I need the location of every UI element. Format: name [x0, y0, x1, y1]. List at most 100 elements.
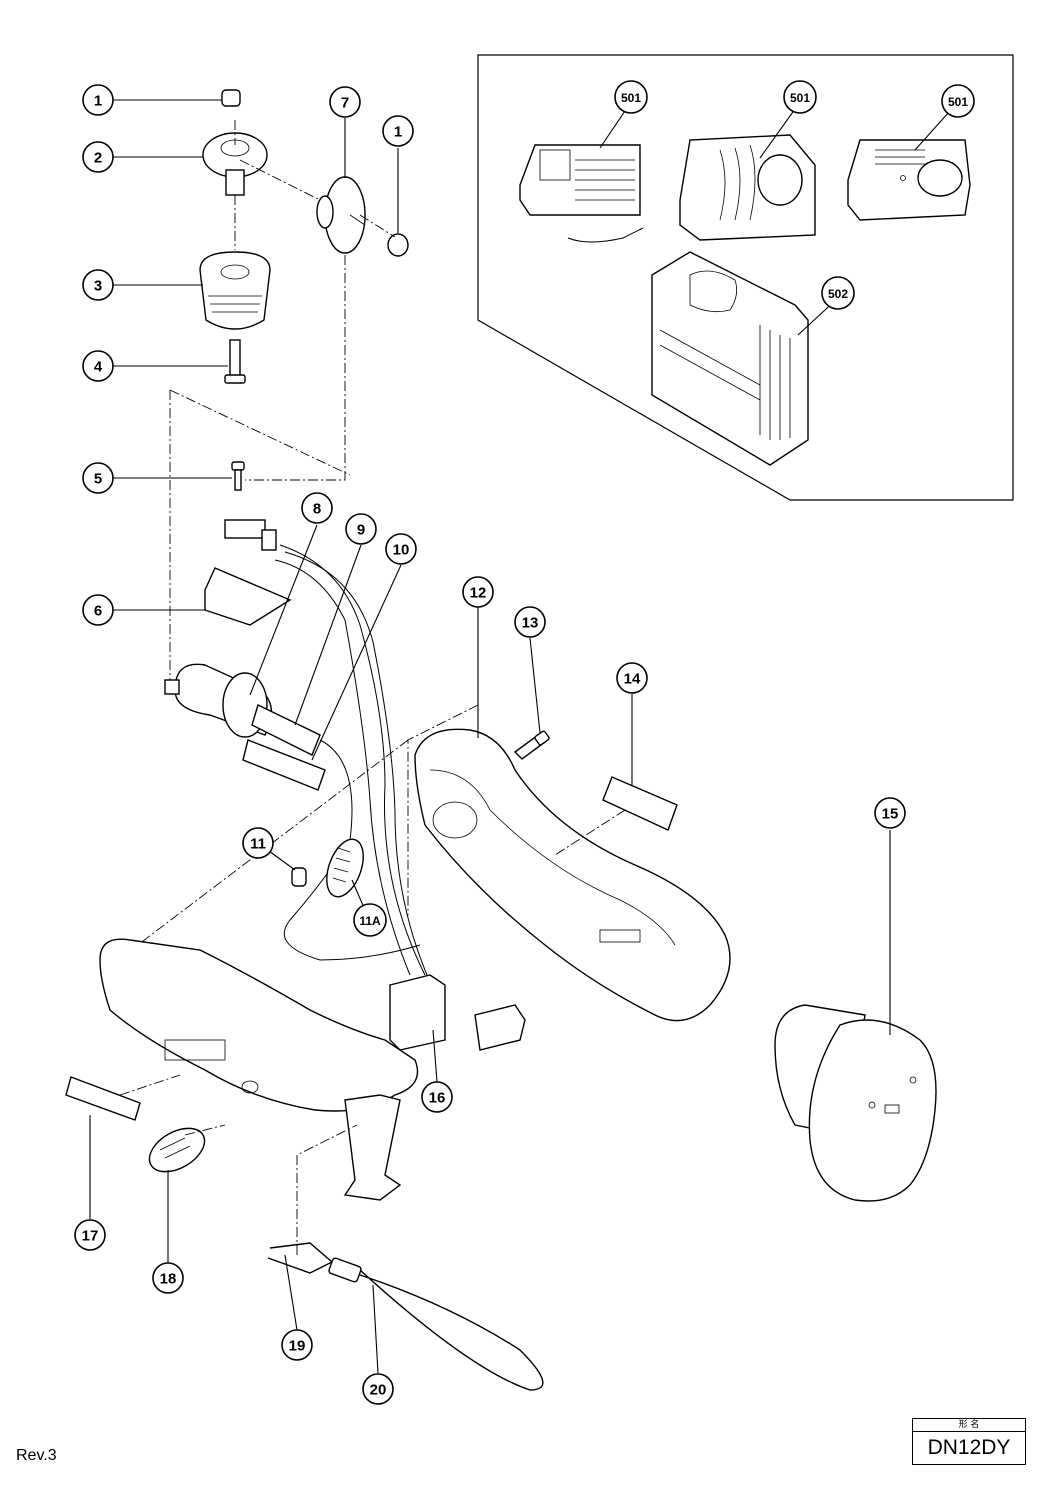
callout-circle [821, 276, 855, 310]
callout-12: 12 [462, 576, 494, 608]
callout-number: 14 [624, 671, 641, 688]
model-name: DN12DY [927, 1436, 1011, 1459]
model-header: 形 名 [913, 1419, 1025, 1432]
callout-circle [329, 86, 361, 118]
switch-16-drawing [389, 974, 526, 1051]
callout-circle [362, 1373, 394, 1405]
callout-circle [941, 84, 975, 118]
charger-1-drawing [519, 144, 644, 243]
nut-1-drawing [221, 89, 241, 107]
callout-circle [242, 827, 274, 859]
callout-circle [82, 269, 114, 301]
housing-17-drawing [99, 938, 419, 1201]
callout-number: 3 [94, 278, 102, 295]
callout-circle [616, 662, 648, 694]
callout-number: 8 [313, 501, 321, 518]
callout-circle [421, 1081, 453, 1113]
screw-13-drawing [513, 730, 550, 760]
callout-7: 7 [329, 86, 361, 118]
callout-number: 11 [250, 836, 266, 853]
screw-5-drawing [231, 461, 245, 491]
label-14-drawing [602, 776, 678, 831]
callout-circle [281, 1329, 313, 1361]
callout-number: 12 [470, 585, 487, 602]
chuck-3-drawing [199, 251, 271, 330]
callout-circle [382, 115, 414, 147]
callout-circle [345, 513, 377, 545]
carrying-case-drawing [651, 251, 809, 466]
callout-6: 6 [82, 594, 114, 626]
cap-18-drawing [148, 1127, 206, 1173]
screw-4-drawing [224, 339, 246, 384]
callout-1-b: 1 [382, 115, 414, 147]
callout-20: 20 [362, 1373, 394, 1405]
callout-number: 20 [370, 1382, 387, 1399]
callout-15: 15 [874, 797, 906, 829]
callout-502: 502 [821, 276, 855, 310]
callout-circle [82, 350, 114, 382]
callout-18: 18 [152, 1262, 184, 1294]
callout-circle [82, 141, 114, 173]
callout-number: 501 [790, 91, 810, 105]
callout-circle [462, 576, 494, 608]
callout-501-23: 501 [783, 80, 817, 114]
callout-4: 4 [82, 350, 114, 382]
callout-number: 1 [94, 93, 102, 110]
callout-number: 16 [429, 1090, 446, 1107]
callout-number: 13 [522, 615, 539, 632]
callout-3: 3 [82, 269, 114, 301]
callout-number: 2 [94, 150, 102, 167]
charger-2-drawing [679, 134, 816, 241]
callout-1: 1 [82, 84, 114, 116]
callout-501-24: 501 [941, 84, 975, 118]
callout-circle [82, 84, 114, 116]
callout-circle [152, 1262, 184, 1294]
callout-number: 9 [357, 522, 365, 539]
accessory-box-outline [477, 54, 1014, 501]
bracket-6-drawing [204, 567, 292, 626]
callout-circle [74, 1219, 106, 1251]
callout-circle [514, 606, 546, 638]
callout-16: 16 [421, 1081, 453, 1113]
callout-circle [82, 594, 114, 626]
callout-11: 11 [242, 827, 274, 859]
callout-8: 8 [301, 492, 333, 524]
callout-number: 6 [94, 603, 102, 620]
label-17-drawing [65, 1076, 141, 1121]
callout-11a: 11A [353, 903, 387, 937]
callout-14: 14 [616, 662, 648, 694]
callout-13: 13 [514, 606, 546, 638]
callout-number: 5 [94, 471, 102, 488]
callout-number: 15 [882, 806, 899, 823]
housing-12-drawing [414, 728, 731, 1022]
strap-hook-19-drawing [267, 1242, 334, 1274]
callout-19: 19 [281, 1329, 313, 1361]
callout-number: 1 [394, 124, 402, 141]
callout-17: 17 [74, 1219, 106, 1251]
callout-number: 17 [82, 1228, 99, 1245]
strap-20-drawing [328, 1257, 544, 1391]
filter-11a-drawing [326, 838, 364, 898]
callout-number: 501 [948, 95, 968, 109]
callout-number: 18 [160, 1271, 177, 1288]
callout-number: 11A [359, 914, 381, 928]
callout-9: 9 [345, 513, 377, 545]
core-11-drawing [291, 867, 307, 887]
callout-circle [614, 80, 648, 114]
model-box: 形 名 DN12DY [912, 1418, 1026, 1465]
callout-circle [385, 533, 417, 565]
gear-7-drawing [316, 176, 366, 254]
callout-10: 10 [385, 533, 417, 565]
callout-circle [82, 462, 114, 494]
revision-label: Rev.3 [16, 1447, 57, 1464]
callout-circle [353, 903, 387, 937]
charger-3-drawing [847, 139, 971, 221]
callout-5: 5 [82, 462, 114, 494]
callout-number: 7 [341, 95, 349, 112]
callout-number: 19 [289, 1338, 306, 1355]
callout-circle [301, 492, 333, 524]
battery-15-drawing [774, 1004, 937, 1202]
callout-501-22: 501 [614, 80, 648, 114]
